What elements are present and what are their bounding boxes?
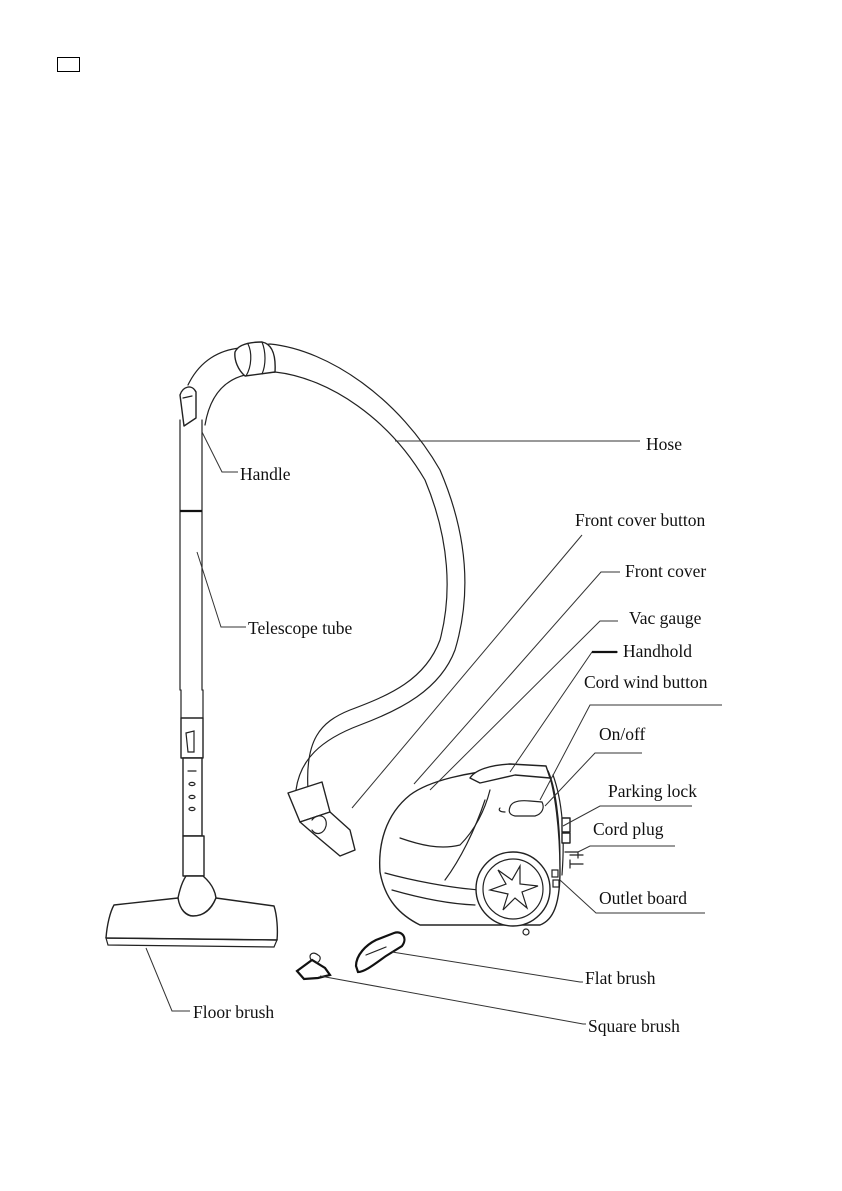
telescope-tube-drawing: [179, 419, 205, 877]
label-hose: Hose: [646, 434, 682, 454]
page-marker-box: [57, 57, 80, 72]
floor-brush-drawing: [105, 875, 279, 948]
label-on-off: On/off: [599, 724, 646, 744]
label-telescope-tube: Telescope tube: [248, 618, 353, 638]
label-square-brush: Square brush: [588, 1016, 680, 1036]
label-flat-brush: Flat brush: [585, 968, 656, 988]
label-outlet-board: Outlet board: [599, 888, 687, 908]
label-handle: Handle: [240, 464, 291, 484]
label-floor-brush: Floor brush: [193, 1002, 275, 1022]
label-front-cover: Front cover: [625, 561, 707, 581]
label-handhold: Handhold: [623, 641, 693, 661]
label-parking-lock: Parking lock: [608, 781, 697, 801]
hose-drawing: [179, 341, 466, 857]
leader-lines: [145, 431, 722, 1025]
accessories-drawing: [295, 931, 406, 981]
label-vac-gauge: Vac gauge: [629, 608, 702, 628]
canister-body-drawing: [378, 763, 584, 936]
label-cord-plug: Cord plug: [593, 819, 664, 839]
label-front-cover-button: Front cover button: [575, 510, 706, 530]
label-cord-wind-button: Cord wind button: [584, 672, 708, 692]
